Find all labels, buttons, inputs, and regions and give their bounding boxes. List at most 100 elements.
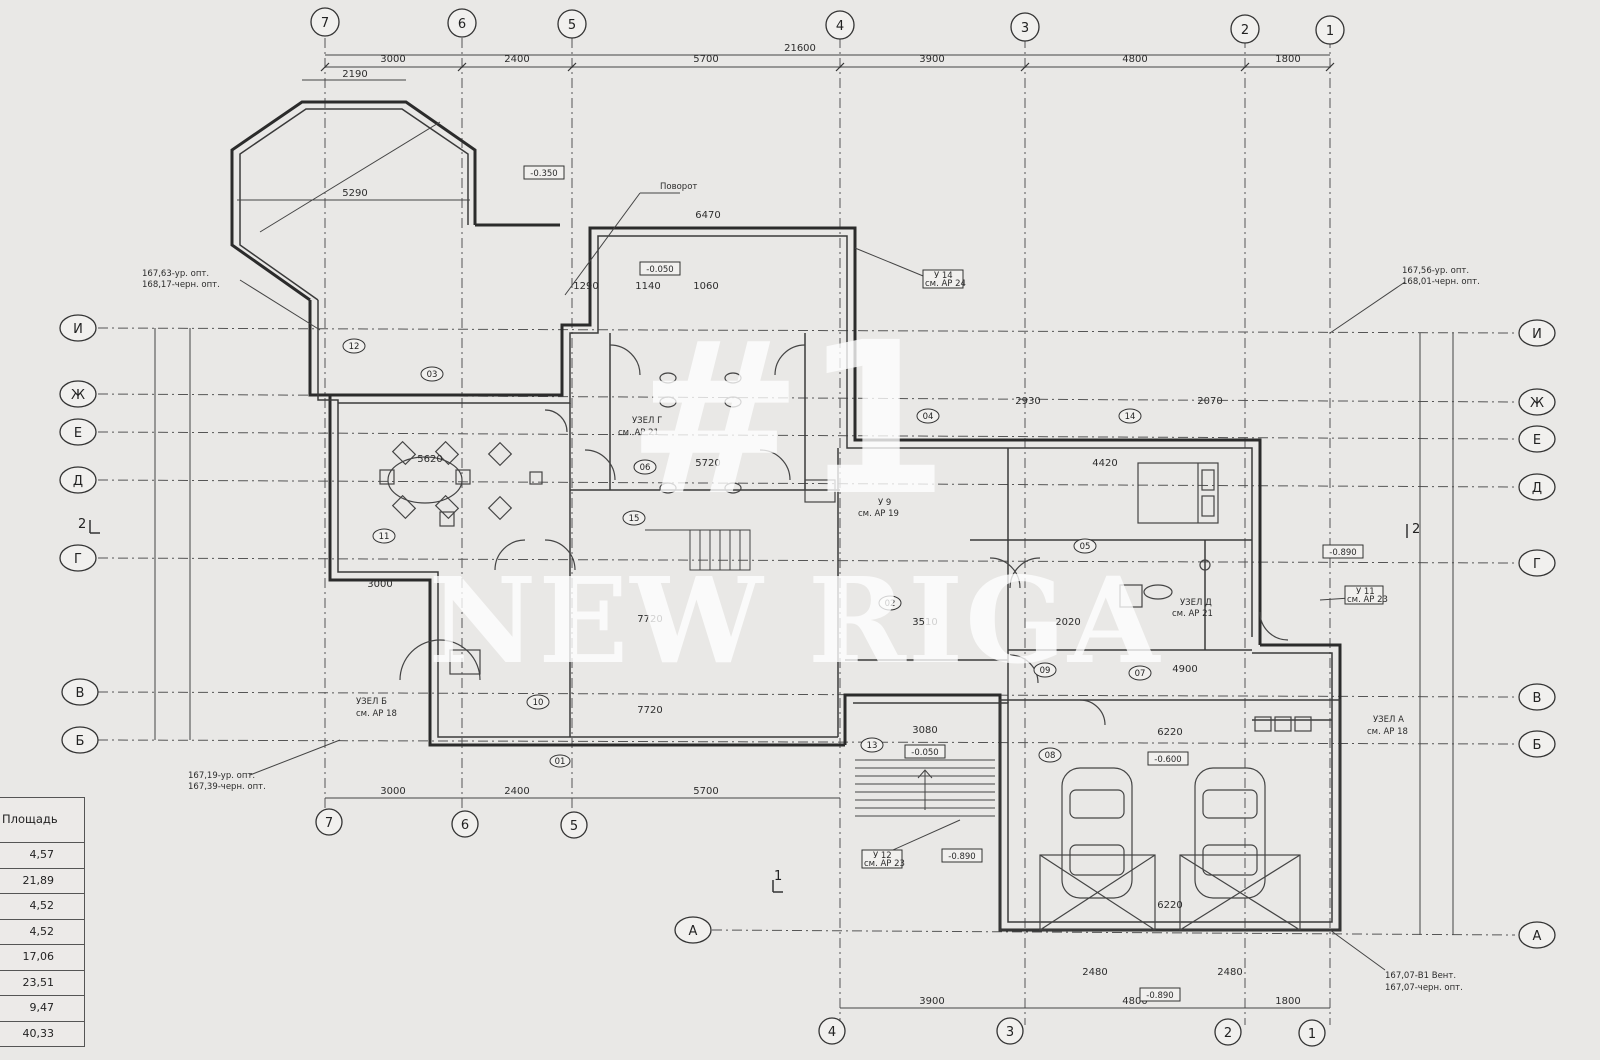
u12-ref: см. АР 23 (864, 859, 905, 869)
area-table-header: Площадь (0, 798, 84, 843)
dim-4420: 4420 (1092, 458, 1117, 469)
horizontal-axes (97, 327, 1516, 936)
axis-A-left: А (689, 924, 698, 939)
axis-3-top: 3 (1021, 21, 1029, 36)
dim-5720: 5720 (695, 458, 720, 469)
room-06: 06 (640, 463, 651, 473)
room-02: 02 (885, 599, 896, 609)
dim-3080: 3080 (912, 725, 937, 736)
axis-1-bottom: 1 (1308, 1027, 1316, 1042)
axis-bubbles-right: И Ж Е Д Г В Б А (1518, 319, 1556, 949)
axis-G-right: Г (1533, 557, 1541, 572)
axis-bubbles-left: И Ж Е Д Г В Б А (59, 314, 712, 944)
bay-dim: 2190 (342, 69, 367, 80)
node-a-ref: см. АР 18 (1367, 727, 1408, 737)
node-b-label: УЗЕЛ Б (356, 697, 387, 707)
room-15: 15 (629, 514, 640, 524)
room-04: 04 (923, 412, 934, 422)
dim-6220a: 6220 (1157, 727, 1182, 738)
section-mark-left: 2 (78, 517, 86, 532)
bathroom-fixtures (449, 479, 1312, 732)
axis-3-bottom: 3 (1006, 1025, 1014, 1040)
dim-6470: 6470 (695, 210, 720, 221)
area-row-4: 4,52 (0, 920, 84, 945)
area-row-7: 9,47 (0, 996, 84, 1022)
top-dim-5: 4800 (1122, 54, 1147, 65)
node-callouts: УЗЕЛ Г см. АР 21 УЗЕЛ Б см. АР 18 УЗЕЛ Д… (356, 269, 1408, 869)
dim-2020: 2020 (1055, 617, 1080, 628)
section-mark-bottom: 1 (774, 869, 782, 884)
axis-5-top: 5 (568, 18, 576, 33)
porch-word: Поворот (660, 182, 697, 192)
level-ground-right: -0.890 (1329, 548, 1356, 558)
room-07: 07 (1135, 669, 1146, 679)
node-g-ref: см. АР 21 (618, 428, 659, 438)
axis-4-top: 4 (836, 19, 844, 34)
area-row-6: 23,51 (0, 971, 84, 996)
bay-diag-dim: 5290 (342, 188, 367, 199)
u14-label: У 14 (934, 271, 953, 281)
axis-Zh-left: Ж (71, 388, 85, 403)
elev-nw-2: 168,17-черн. опт. (142, 280, 220, 290)
octagonal-bay: 2190 5290 (230, 69, 477, 302)
node-g-label: УЗЕЛ Г (632, 416, 662, 426)
bottom-dim-6: 1800 (1275, 996, 1300, 1007)
elevation-notes: 167,63-ур. опт. 168,17-черн. опт. 167,56… (142, 266, 1480, 993)
u12-label: У 12 (873, 851, 892, 861)
elev-nw-1: 167,63-ур. опт. (142, 269, 209, 279)
room-14: 14 (1125, 412, 1136, 422)
dim-3000: 3000 (367, 579, 392, 590)
elev-se-1: 167,07-В1 Вент. (1385, 971, 1456, 981)
area-row-1: 4,57 (0, 843, 84, 869)
level-entry: -0.050 (911, 748, 938, 758)
garage-cars (1039, 767, 1301, 931)
axis-I-right: И (1532, 327, 1542, 342)
room-13: 13 (867, 741, 878, 751)
elev-sw-2: 167,39-черн. опт. (188, 782, 266, 792)
axis-Zh-right: Ж (1530, 396, 1544, 411)
axis-E-right: Е (1533, 433, 1541, 448)
dim-7720b: 7720 (637, 705, 662, 716)
top-dim-1: 3000 (380, 54, 405, 65)
node-b-ref: см. АР 18 (356, 709, 397, 719)
u11-ref: см. АР 23 (1347, 595, 1388, 605)
axis-B-right: Б (1533, 738, 1542, 753)
watermark-hash: #1 (627, 297, 949, 542)
vertical-axes (324, 38, 1331, 1025)
axis-D-left: Д (73, 474, 83, 489)
bottom-dim-3: 5700 (693, 786, 718, 797)
axis-5-bottom: 5 (570, 819, 578, 834)
dining-furniture (379, 372, 742, 527)
node-d-label: УЗЕЛ Д (1180, 598, 1212, 608)
top-dim-2: 2400 (504, 54, 529, 65)
axis-bubbles-top: 7 6 5 4 3 2 1 (310, 7, 1345, 45)
bottom-dim-2: 2400 (504, 786, 529, 797)
watermark-brand: NEW RIGA (429, 551, 1162, 690)
top-dim-6: 1800 (1275, 54, 1300, 65)
door-swings (399, 344, 1289, 726)
area-row-2: 21,89 (0, 869, 84, 894)
area-row-5: 17,06 (0, 945, 84, 971)
dim-4900: 4900 (1172, 664, 1197, 675)
dim-2480b: 2480 (1217, 967, 1242, 978)
top-dim-3: 5700 (693, 54, 718, 65)
elev-sw-1: 167,19-ур. опт. (188, 771, 255, 781)
room-11: 11 (379, 532, 390, 542)
level-ground-bottom: -0.890 (1146, 991, 1173, 1001)
u9-ref: см. АР 19 (858, 509, 899, 519)
axis-E-left: Е (74, 426, 82, 441)
axis-G-left: Г (74, 552, 82, 567)
exterior-walls (308, 223, 1342, 932)
level-porch: -0.350 (530, 169, 557, 179)
dim-2480a: 2480 (1082, 967, 1107, 978)
area-row-3: 4,52 (0, 894, 84, 920)
dim-6220b: 6220 (1157, 900, 1182, 911)
entry-steps (855, 759, 995, 817)
dim-5620: 5620 (417, 454, 442, 465)
bottom-dim-5: 4800 (1122, 996, 1147, 1007)
axis-D-right: Д (1532, 481, 1542, 496)
misc-labels: Поворот 2 2 1 (78, 182, 1420, 893)
area-table: Площадь 4,57 21,89 4,52 4,52 17,06 23,51… (0, 797, 85, 1047)
elev-ne-2: 168,01-черн. опт. (1402, 277, 1480, 287)
leader-lines (239, 192, 1406, 971)
